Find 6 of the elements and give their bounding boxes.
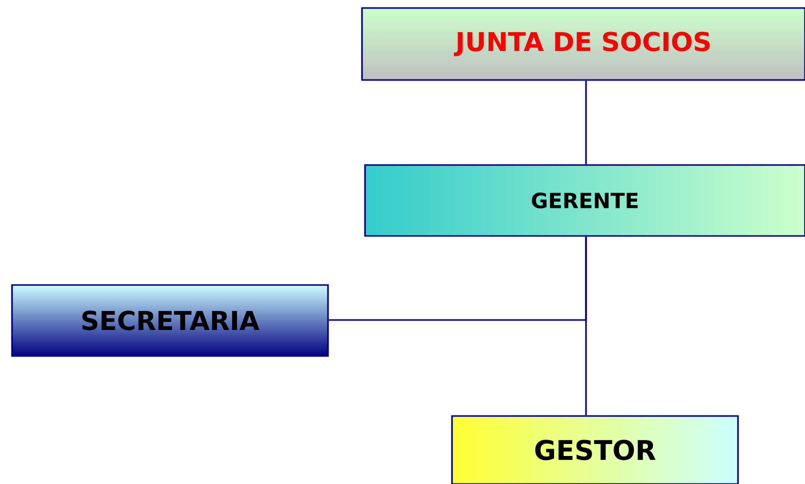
connector-line (585, 236, 587, 416)
org-box: SECRETARIA (11, 284, 329, 357)
org-box: JUNTA DE SOCIOS (361, 7, 805, 81)
org-box: GERENTE (364, 164, 805, 237)
org-box: GESTOR (451, 415, 739, 484)
connector-line (585, 80, 587, 164)
